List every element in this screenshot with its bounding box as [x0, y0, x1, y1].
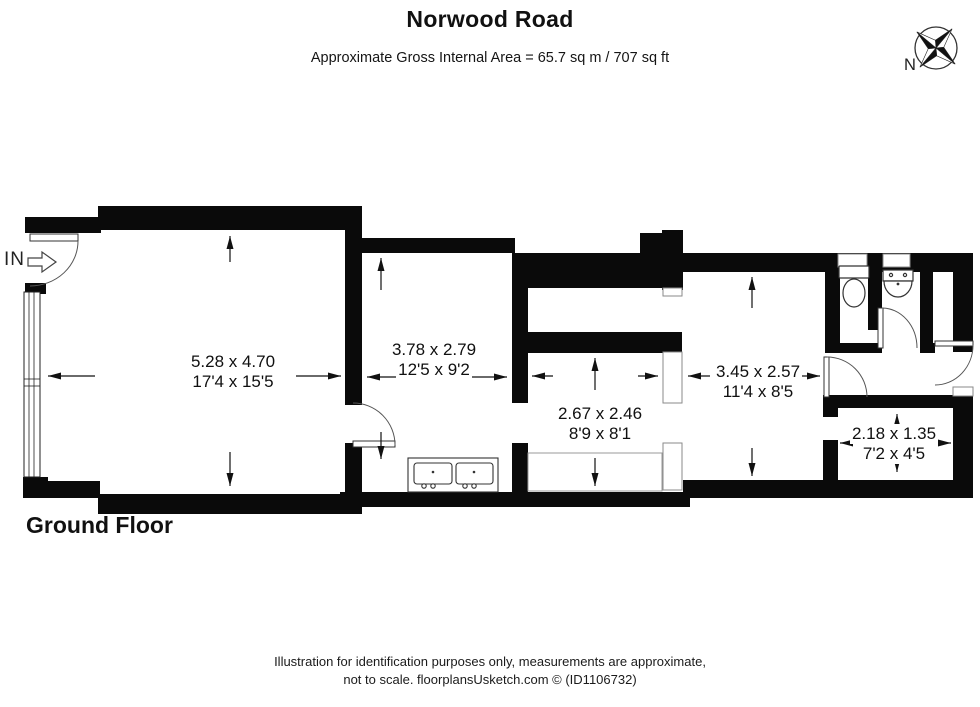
wall	[350, 238, 515, 253]
wall	[512, 253, 680, 288]
wall-openings	[662, 253, 974, 491]
wall-opening	[662, 287, 683, 297]
entrance-in-label: IN	[4, 249, 25, 270]
wall	[512, 253, 528, 403]
wall-opening	[662, 442, 683, 491]
wall-opening	[952, 386, 974, 397]
room-label: 2.18 x 1.35 7'2 x 4'5	[809, 424, 979, 464]
room-label: 3.45 x 2.57 11'4 x 8'5	[673, 362, 843, 402]
wall	[825, 268, 840, 345]
wall	[345, 443, 362, 494]
room-imperial-dimensions: 12'5 x 9'2	[396, 360, 472, 380]
room-imperial-dimensions: 17'4 x 15'5	[190, 372, 276, 392]
door-arc	[826, 356, 868, 398]
room-metric-dimensions: 2.67 x 2.46	[555, 404, 645, 424]
ground-floor-label: Ground Floor	[26, 512, 173, 538]
door	[352, 402, 396, 448]
door	[823, 356, 868, 398]
wall	[823, 408, 838, 417]
door	[877, 307, 918, 349]
room-metric-dimensions: 3.78 x 2.79	[389, 340, 479, 360]
door-arc	[934, 344, 974, 386]
wall	[98, 206, 362, 230]
wall	[345, 222, 362, 405]
wall	[512, 332, 682, 353]
wall	[340, 492, 690, 507]
wall	[920, 343, 935, 353]
basin-icon	[882, 269, 914, 298]
wall	[98, 494, 362, 514]
footer-disclaimer-line1: Illustration for identification purposes…	[274, 654, 706, 669]
wall	[25, 283, 46, 294]
room-metric-dimensions: 5.28 x 4.70	[188, 352, 278, 372]
toilet-icon	[838, 265, 870, 308]
kitchen-sink-unit-icon	[407, 457, 499, 493]
window	[882, 253, 911, 268]
wall	[30, 481, 100, 498]
wall	[683, 480, 973, 498]
door-arc	[29, 240, 79, 287]
room-imperial-dimensions: 7'2 x 4'5	[860, 444, 928, 464]
entrance-arrow-icon	[27, 250, 58, 274]
window	[837, 253, 868, 268]
wall	[512, 443, 528, 493]
footer-disclaimer: Illustration for identification purposes…	[0, 653, 980, 689]
room-metric-dimensions: 3.45 x 2.57	[713, 362, 803, 382]
compass-rose-icon	[914, 26, 958, 70]
wall	[920, 268, 933, 345]
entrance-door	[29, 233, 79, 287]
room-label: 2.67 x 2.46 8'9 x 8'1	[515, 404, 685, 444]
wall	[823, 395, 963, 408]
fixtures	[407, 265, 914, 493]
wall	[953, 272, 973, 352]
compass-north-label: N	[904, 56, 916, 74]
footer-disclaimer-line2: not to scale. floorplansUsketch.com © (I…	[343, 672, 637, 688]
door-arc	[352, 402, 396, 446]
page-title: Norwood Road	[406, 6, 574, 32]
wall	[825, 343, 882, 353]
wall	[823, 440, 838, 482]
room-metric-dimensions: 2.18 x 1.35	[849, 424, 939, 444]
room-imperial-dimensions: 11'4 x 8'5	[720, 382, 796, 402]
wall-opening	[662, 351, 683, 404]
wall	[953, 390, 973, 498]
wall	[662, 230, 683, 290]
area-subtitle: Approximate Gross Internal Area = 65.7 s…	[310, 50, 670, 66]
room-imperial-dimensions: 8'9 x 8'1	[566, 424, 634, 444]
room-label: 3.78 x 2.79 12'5 x 9'2	[349, 340, 519, 380]
door	[934, 340, 974, 386]
wall	[25, 217, 101, 233]
window	[23, 291, 41, 478]
room-label: 5.28 x 4.70 17'4 x 15'5	[148, 352, 318, 392]
counter	[527, 452, 663, 492]
doors	[29, 233, 974, 448]
door-arc	[881, 307, 918, 349]
